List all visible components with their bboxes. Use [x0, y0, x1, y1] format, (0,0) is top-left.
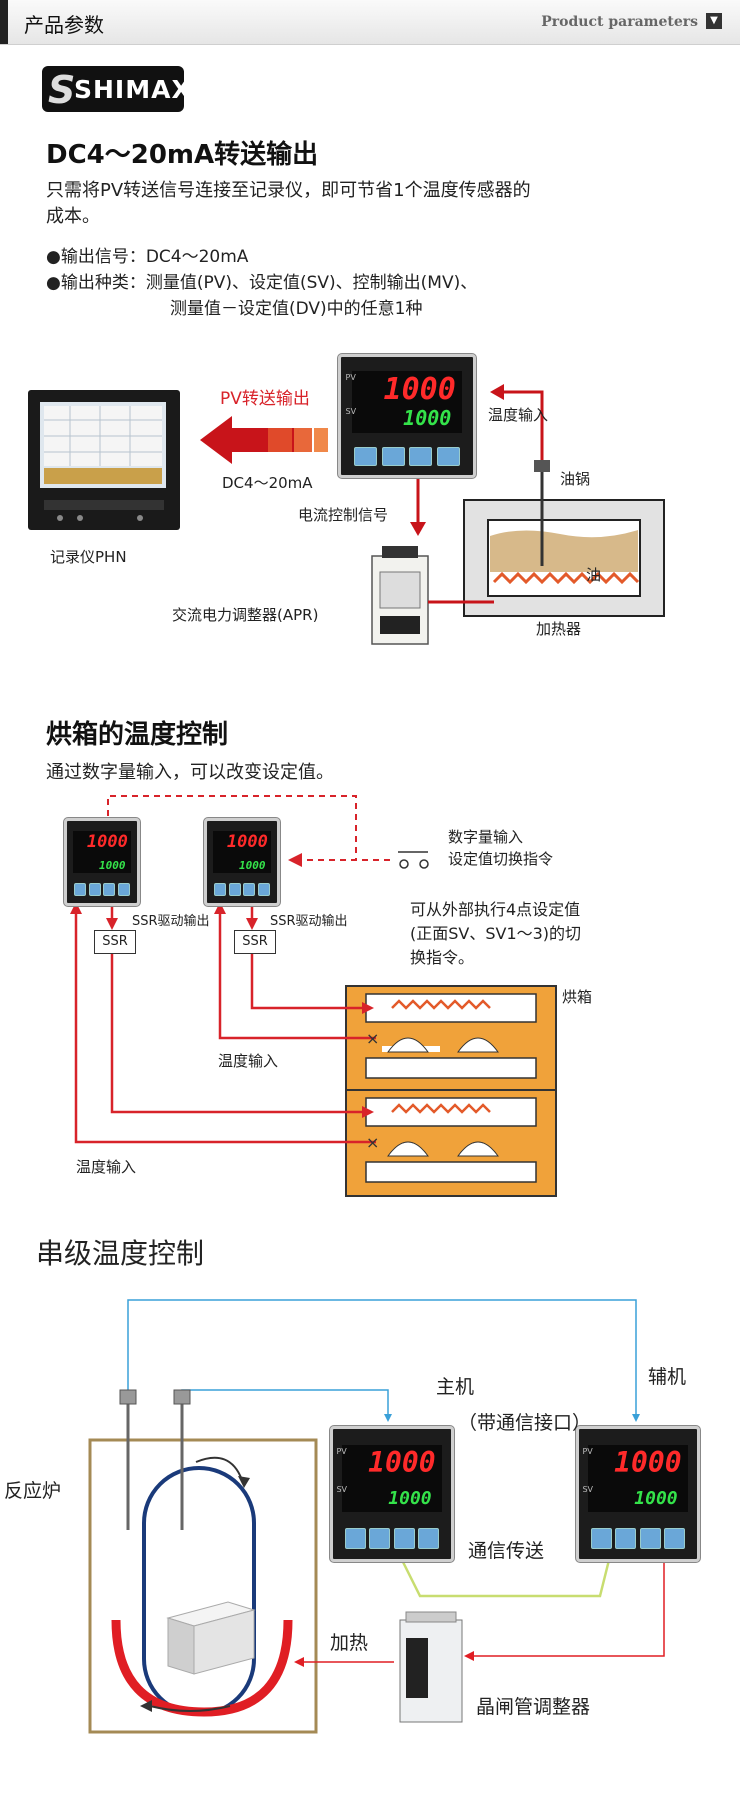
bullet-output-signal: ●输出信号：DC4～20mA	[46, 247, 249, 267]
controller-display: PV 1000 SV 1000	[346, 371, 463, 433]
section2-desc: 通过数字量输入，可以改变设定值。	[46, 762, 334, 783]
master-controller: PV 1000 SV 1000	[330, 1426, 454, 1562]
oven-controller-1: 1000 1000	[64, 818, 140, 906]
sv-readout: 1000	[99, 858, 126, 872]
controller-keys	[214, 883, 271, 897]
controller-display: PV 1000 SV 1000	[336, 1444, 442, 1513]
label-digital-input: 数字量输入	[448, 828, 524, 846]
controller-display: 1000 1000	[72, 830, 132, 874]
label-current-signal: 电流控制信号	[298, 506, 389, 524]
sv-readout: 1000	[403, 406, 452, 431]
sv-tag: SV	[336, 1484, 347, 1494]
label-comm: 通信传送	[468, 1540, 545, 1562]
label-master: 主机	[436, 1376, 475, 1398]
sv-tag: SV	[582, 1484, 593, 1494]
label-reactor: 反应炉	[4, 1480, 62, 1502]
bullet-output-type-cont: 测量值－设定值(DV)中的任意1种	[170, 299, 423, 319]
pv-readout: 1000	[226, 831, 268, 852]
recorder-device	[28, 390, 180, 530]
section-header: 产品参数 Product parameters ▼	[0, 0, 740, 45]
label-thyristor: 晶闸管调整器	[476, 1696, 591, 1718]
label-oil-pot: 油锅	[560, 470, 591, 488]
chevron-down-icon[interactable]: ▼	[706, 13, 722, 29]
label-temp-input-1: 温度输入	[218, 1052, 279, 1070]
section3-title: 串级温度控制	[36, 1237, 205, 1270]
pv-tag: PV	[336, 1446, 347, 1456]
pv-tag: PV	[345, 373, 356, 383]
ssr-box-2: SSR	[234, 930, 276, 954]
note-line1: 可从外部执行4点设定值	[410, 900, 581, 919]
controller-display: PV 1000 SV 1000	[582, 1444, 688, 1513]
apr-device	[371, 546, 429, 645]
bullet-output-type: ●输出种类：测量值(PV)、设定值(SV)、控制输出(MV)、	[46, 273, 478, 293]
logo-text: SHIMAX	[74, 75, 192, 104]
section1-desc-line1: 只需将PV转送信号连接至记录仪，即可节省1个温度传感器的	[46, 180, 531, 201]
svg-text:×: ×	[366, 1029, 379, 1048]
oil-pot	[463, 460, 665, 617]
label-apr: 交流电力调整器(APR)	[172, 606, 319, 624]
sv-readout: 1000	[239, 858, 266, 872]
section1-desc-line2: 成本。	[46, 206, 100, 227]
note-line2: (正面SV、SV1～3)的切	[410, 924, 582, 943]
controller-keys	[590, 1527, 686, 1549]
section1-title: DC4～20mA转送输出	[46, 140, 319, 170]
diagram-oven-control: × ×	[70, 795, 557, 1197]
header-subtitle: Product parameters	[541, 14, 698, 30]
pv-output-arrow	[200, 416, 328, 464]
label-temp-input-2: 温度输入	[76, 1158, 137, 1176]
svg-text:×: ×	[366, 1133, 379, 1152]
header-title: 产品参数	[24, 13, 104, 37]
pv-readout: 1000	[383, 372, 456, 408]
brand-logo: S SHIMAX	[42, 66, 191, 112]
label-oil: 油	[586, 566, 602, 584]
label-sv-switch: 设定值切换指令	[448, 850, 554, 868]
logo-mark: S	[48, 68, 76, 112]
diagram-cascade-control	[88, 1299, 665, 1734]
section2-title: 烘箱的温度控制	[46, 720, 229, 750]
oven	[345, 985, 557, 1197]
controller-keys	[344, 1527, 440, 1549]
sv-tag: SV	[345, 407, 357, 417]
sv-readout: 1000	[634, 1488, 678, 1510]
controller-keys	[74, 883, 131, 897]
controller-display: 1000 1000	[212, 830, 272, 874]
label-master-sub: （带通信接口）	[458, 1412, 592, 1434]
pv-tag: PV	[582, 1446, 593, 1456]
label-oven: 烘箱	[562, 988, 593, 1006]
temperature-controller-1: PV 1000 SV 1000	[338, 354, 476, 478]
note-line3: 换指令。	[410, 948, 475, 967]
label-ssr-drive-2: SSR驱动输出	[270, 914, 348, 929]
oven-controller-2: 1000 1000	[204, 818, 280, 906]
header-accent	[0, 0, 8, 44]
pv-readout: 1000	[86, 831, 128, 852]
label-slave: 辅机	[648, 1366, 687, 1388]
label-heater: 加热器	[536, 620, 582, 638]
label-ssr-drive-1: SSR驱动输出	[132, 914, 210, 929]
slave-controller: PV 1000 SV 1000	[576, 1426, 700, 1562]
label-recorder: 记录仪PHN	[50, 548, 127, 566]
label-heat: 加热	[330, 1632, 369, 1654]
label-dc-signal: DC4～20mA	[222, 474, 313, 492]
sv-readout: 1000	[388, 1488, 432, 1510]
pv-readout: 1000	[614, 1445, 682, 1479]
ssr-box-1: SSR	[94, 930, 136, 954]
thyristor-device	[399, 1611, 463, 1723]
controller-keys	[354, 446, 460, 466]
pv-readout: 1000	[368, 1445, 436, 1479]
label-temp-input: 温度输入	[488, 406, 549, 424]
label-pv-output: PV转送输出	[220, 389, 310, 409]
diagram-pv-transfer	[28, 384, 665, 645]
